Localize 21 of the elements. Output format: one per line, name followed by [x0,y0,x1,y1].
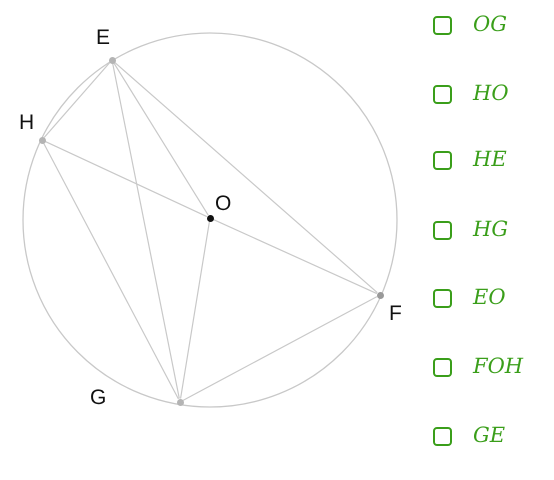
answer-option: OG [473,14,507,35]
point-label: E [96,27,110,48]
point-label: H [19,112,34,133]
answer-option: HE [473,149,507,170]
line-segment [44,140,208,218]
answer-option: EO [473,287,506,308]
point-label: G [90,387,106,408]
line-segment [113,62,209,216]
line-segment [43,142,179,400]
answer-option: HO [473,83,509,104]
answer-option: HG [473,219,508,240]
point-label: F [389,303,402,324]
line-segment [114,62,378,294]
line-segment [44,62,110,138]
line-segment [180,221,210,399]
answer-option: GE [473,425,506,446]
point-label: O [215,193,232,214]
line-segment [212,218,378,294]
line-segment [182,296,378,401]
line-segment [112,63,180,399]
answer-option: FOH [473,356,524,377]
